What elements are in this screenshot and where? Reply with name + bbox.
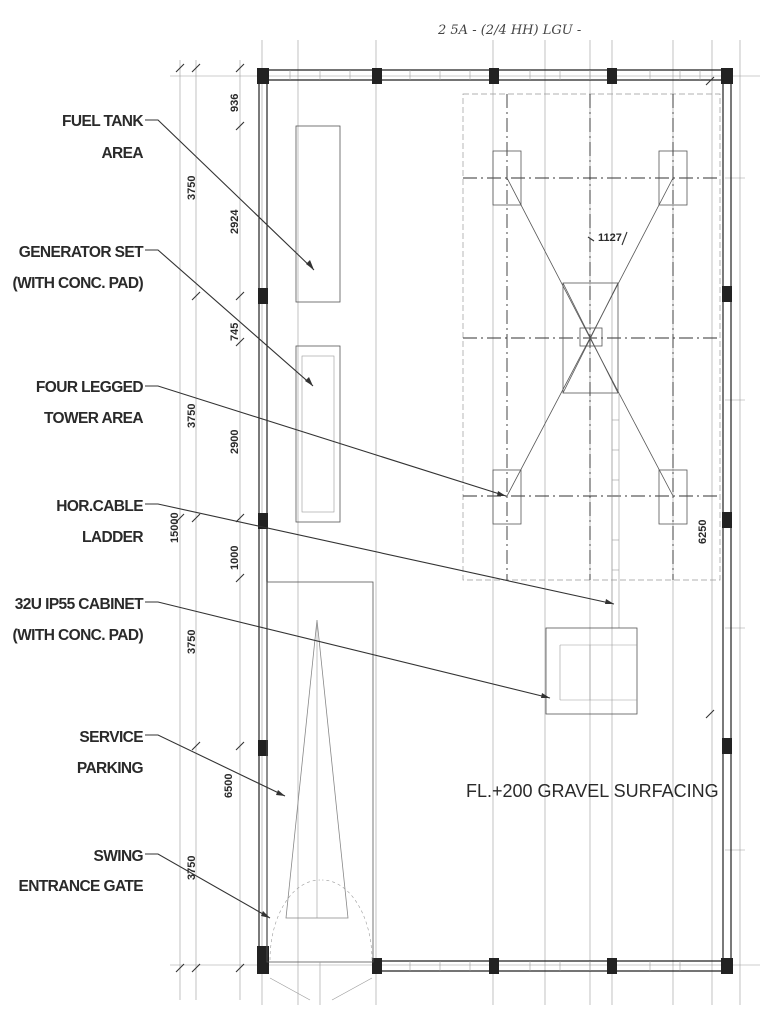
tower-area-boundary <box>462 93 721 581</box>
handwritten-note: 2 5A - (2/4 HH) LGU - <box>437 23 581 38</box>
svg-text:FUEL TANK: FUEL TANK <box>62 113 144 130</box>
svg-text:HOR.CABLE: HOR.CABLE <box>56 498 143 515</box>
dim-outer-3: 3750 <box>186 630 198 654</box>
callout-fuel-tank: FUEL TANK AREA <box>62 113 315 271</box>
swing-gate <box>269 879 373 1005</box>
svg-text:TOWER AREA: TOWER AREA <box>44 410 143 427</box>
fence-columns <box>257 68 733 974</box>
dim-tower-width: 1127 <box>598 232 622 244</box>
dim-inner-5: 1000 <box>229 546 241 570</box>
fuel-tank-pad <box>295 125 341 303</box>
cabinet <box>559 644 637 701</box>
svg-text:GENERATOR SET: GENERATOR SET <box>19 244 144 261</box>
dim-inner-1: 936 <box>229 94 241 112</box>
svg-text:SWING: SWING <box>93 848 143 865</box>
dim-inner-6: 6500 <box>223 774 235 798</box>
callout-generator: GENERATOR SET (WITH CONC. PAD) <box>13 244 314 387</box>
svg-text:ENTRANCE GATE: ENTRANCE GATE <box>18 878 143 895</box>
dim-inner-2: 2924 <box>229 209 241 234</box>
service-parking <box>266 581 374 963</box>
callout-parking: SERVICE PARKING <box>77 729 286 797</box>
svg-text:(WITH CONC. PAD): (WITH CONC. PAD) <box>13 627 144 644</box>
cabinet-pad <box>545 627 638 715</box>
tower-centerlines <box>463 94 720 580</box>
svg-text:FOUR LEGGED: FOUR LEGGED <box>36 379 143 396</box>
callout-cabinet: 32U IP55 CABINET (WITH CONC. PAD) <box>13 596 551 699</box>
generator-pad <box>295 345 341 523</box>
tower-legs <box>492 150 688 525</box>
callout-cable-ladder: HOR.CABLE LADDER <box>56 498 615 605</box>
svg-text:LADDER: LADDER <box>82 529 143 546</box>
dim-inner-3: 745 <box>229 323 241 341</box>
dimension-ticks <box>175 63 715 973</box>
callout-tower: FOUR LEGGED TOWER AREA <box>36 379 507 497</box>
dim-outer-2: 3750 <box>186 404 198 428</box>
dim-inner-4: 2900 <box>229 430 241 454</box>
svg-text:SERVICE: SERVICE <box>79 729 143 746</box>
svg-text:(WITH CONC. PAD): (WITH CONC. PAD) <box>13 275 144 292</box>
callout-gate: SWING ENTRANCE GATE <box>18 848 271 919</box>
dim-right-side: 6250 <box>697 520 709 544</box>
dim-outer-1: 3750 <box>186 176 198 200</box>
svg-text:PARKING: PARKING <box>77 760 144 777</box>
dim-outer-4: 3750 <box>186 856 198 880</box>
surface-note: FL.+200 GRAVEL SURFACING <box>466 781 719 801</box>
svg-text:32U IP55 CABINET: 32U IP55 CABINET <box>15 596 144 613</box>
cable-ladder <box>611 393 620 628</box>
dim-outer-total: 15000 <box>169 512 181 543</box>
generator-set <box>301 355 335 513</box>
svg-text:AREA: AREA <box>101 145 143 162</box>
